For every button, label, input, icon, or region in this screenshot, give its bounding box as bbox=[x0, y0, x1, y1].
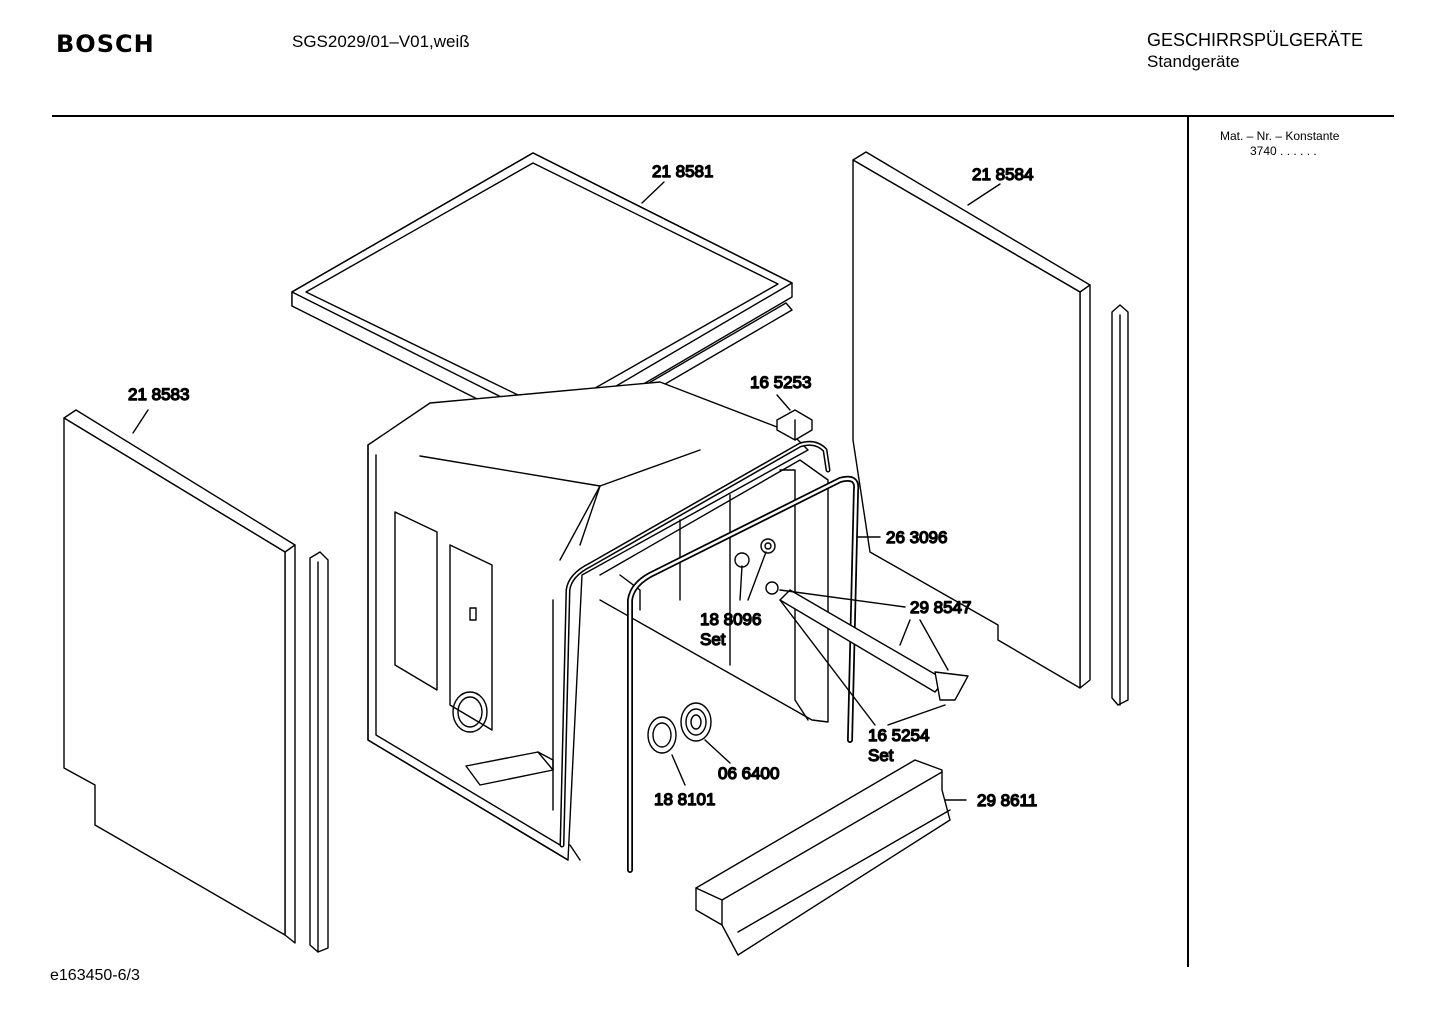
hinge-arm[interactable] bbox=[779, 589, 969, 701]
label-top-cover: 21 8581 bbox=[652, 162, 713, 181]
door-seal[interactable] bbox=[627, 475, 860, 873]
drawing-id: e163450-6/3 bbox=[50, 967, 140, 984]
plug[interactable] bbox=[680, 702, 712, 742]
leader-lines bbox=[132, 181, 1001, 801]
label-hinge-set-suffix: Set bbox=[868, 746, 894, 765]
label-right-panel: 21 8584 bbox=[972, 165, 1033, 184]
label-plug: 06 6400 bbox=[718, 764, 779, 783]
label-hinge-set: 16 5254 bbox=[868, 726, 929, 745]
header-rule bbox=[52, 115, 1394, 117]
front-frame bbox=[559, 440, 831, 861]
material-number-value: 3740 . . . . . . bbox=[1250, 144, 1317, 158]
brand-logo: BOSCH bbox=[56, 30, 155, 58]
plinth[interactable] bbox=[695, 759, 951, 956]
label-spring-set-suffix: Set bbox=[700, 630, 726, 649]
label-left-panel: 21 8583 bbox=[128, 385, 189, 404]
material-number-label: Mat. – Nr. – Konstante bbox=[1220, 129, 1340, 143]
left-trim-strip bbox=[309, 551, 329, 953]
label-clip: 16 5253 bbox=[750, 373, 811, 392]
model-number: SGS2029/01–V01,weiß bbox=[292, 32, 470, 51]
label-door-seal: 26 3096 bbox=[886, 528, 947, 547]
clip[interactable] bbox=[776, 409, 813, 441]
label-spring-set: 18 8096 bbox=[700, 610, 761, 629]
label-grommet: 18 8101 bbox=[654, 790, 715, 809]
right-trim-strip bbox=[1111, 304, 1129, 706]
category-subtitle: Standgeräte bbox=[1147, 52, 1240, 71]
label-plinth: 29 8611 bbox=[977, 791, 1037, 810]
category-title: GESCHIRRSPÜLGERÄTE bbox=[1147, 30, 1364, 50]
grommet[interactable] bbox=[647, 716, 677, 754]
sidebar-rule bbox=[1187, 117, 1189, 967]
right-side-panel[interactable] bbox=[852, 151, 1091, 689]
left-side-panel[interactable] bbox=[63, 409, 296, 944]
top-cover[interactable] bbox=[291, 152, 793, 438]
spring bbox=[734, 538, 779, 595]
label-hinge-arm: 29 8547 bbox=[910, 598, 971, 617]
